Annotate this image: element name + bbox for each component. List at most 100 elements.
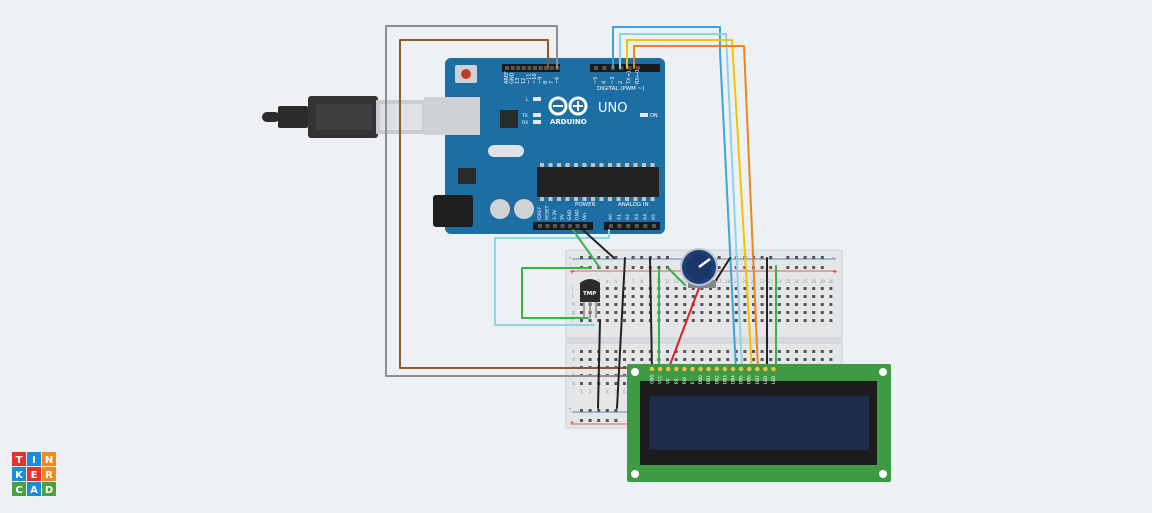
wire-black-gnd[interactable]: [582, 229, 615, 259]
top-pin-hole[interactable]: [619, 66, 624, 70]
analog-pin-hole[interactable]: [652, 224, 656, 228]
lcd-pin-label-14: LED: [763, 376, 768, 384]
power-pin-label-5: GND: [575, 209, 581, 220]
lcd-pin[interactable]: [746, 366, 752, 372]
top-pin-hole[interactable]: [636, 66, 640, 70]
usb-cable[interactable]: [262, 96, 426, 138]
arduino-brand: ARDUINO: [550, 118, 587, 126]
top-pin-label-0: AREF: [504, 71, 510, 84]
lcd-pin[interactable]: [698, 366, 703, 372]
tinkercad-logo-tile: [12, 452, 26, 466]
wire-orange[interactable]: [633, 45, 759, 371]
top-pin-hole[interactable]: [521, 66, 526, 70]
potentiometer[interactable]: [680, 248, 718, 288]
wire-lightblue-a0[interactable]: [494, 229, 610, 326]
top-pin-hole[interactable]: [544, 66, 549, 70]
top-pin-label-2: 13: [515, 78, 521, 84]
bb-col-number: 24: [777, 279, 783, 284]
bb-col-number: 23: [768, 279, 774, 284]
power-pin-hole[interactable]: [545, 224, 550, 228]
analog-pin-hole[interactable]: [609, 224, 613, 228]
lcd-pin[interactable]: [730, 366, 736, 372]
top-pin-hole[interactable]: [594, 66, 598, 70]
lcd-mount-hole: [631, 368, 639, 376]
bb-col-number: 5: [615, 279, 618, 284]
bb-col-number: 5: [615, 389, 618, 394]
wire-brown[interactable]: [399, 39, 629, 369]
lcd-pin[interactable]: [649, 366, 655, 372]
lcd-mount-hole: [879, 368, 887, 376]
top-pin-hole[interactable]: [538, 66, 543, 70]
wire-black-1[interactable]: [616, 257, 626, 409]
top-pin-label-3: 12: [521, 78, 527, 84]
bb-row-letter: f: [572, 318, 574, 324]
wire-blue[interactable]: [612, 26, 737, 371]
analog-pin-hole[interactable]: [617, 224, 622, 228]
lcd-pin-label-12: DB6: [747, 375, 752, 384]
crystal: [488, 145, 524, 157]
lcd-pin[interactable]: [763, 366, 768, 372]
temperature-sensor[interactable]: TMP: [580, 279, 600, 318]
wire-green-5v[interactable]: [572, 229, 601, 269]
analog-pin-hole[interactable]: [643, 224, 648, 228]
header-top-right: [590, 64, 660, 72]
wire-black-2[interactable]: [597, 319, 601, 409]
analog-pin-hole[interactable]: [634, 224, 639, 228]
top-pin-hole[interactable]: [533, 66, 537, 70]
top-pin-hole[interactable]: [510, 66, 515, 70]
lcd-pin[interactable]: [738, 366, 744, 372]
top-pin-label-14: TX→1: [627, 70, 633, 85]
power-pin-hole[interactable]: [583, 224, 587, 228]
header-analog: [604, 222, 660, 230]
bb-col-number: 4: [606, 389, 609, 394]
lcd-pin[interactable]: [755, 366, 760, 372]
lcd-pin[interactable]: [706, 366, 711, 372]
analog-pin-label-2: A2: [625, 214, 631, 220]
on-led: [640, 113, 648, 117]
top-pin-hole[interactable]: [549, 66, 554, 70]
wire-gray[interactable]: [385, 25, 629, 377]
top-pin-hole[interactable]: [505, 66, 509, 70]
top-pin-hole[interactable]: [527, 66, 532, 70]
lcd-pin-label-11: DB5: [739, 375, 744, 384]
lcd-pin[interactable]: [690, 366, 695, 372]
lcd-pin[interactable]: [665, 366, 671, 372]
wire-green-tmp[interactable]: [521, 267, 591, 319]
power-pin-hole[interactable]: [575, 224, 580, 228]
tinkercad-logo-letter: E: [31, 470, 38, 481]
lcd-pin[interactable]: [714, 366, 720, 372]
power-pin-hole[interactable]: [553, 224, 557, 228]
bb-plus-top-right: +: [832, 268, 838, 276]
top-pin-label-11: 4: [601, 81, 607, 84]
reset-button[interactable]: [461, 69, 471, 79]
bb-col-number: 22: [759, 279, 765, 284]
tinkercad-logo-letter: R: [45, 470, 53, 481]
wire-yellow[interactable]: [626, 39, 753, 371]
top-pin-hole[interactable]: [516, 66, 521, 70]
lcd-pin-label-15: LED: [771, 376, 776, 384]
top-pin-hole[interactable]: [627, 66, 632, 70]
lcd-pin[interactable]: [682, 366, 687, 372]
wire-red[interactable]: [667, 287, 700, 371]
lcd-pin[interactable]: [674, 366, 679, 372]
analog-pin-label-4: A4: [642, 214, 648, 220]
lcd-pin[interactable]: [722, 366, 728, 372]
bb-plus-bottom: +: [569, 419, 575, 427]
analog-pin-label-3: A3: [634, 214, 640, 220]
lcd-pin[interactable]: [657, 366, 663, 372]
wire-green-2[interactable]: [667, 267, 686, 286]
wires[interactable]: [385, 25, 777, 409]
power-pin-label-4: GND: [567, 209, 573, 220]
power-pin-hole[interactable]: [560, 224, 565, 228]
top-pin-label-8: 7: [549, 81, 555, 84]
wire-lightblue-data[interactable]: [619, 33, 743, 371]
power-pin-hole[interactable]: [538, 224, 542, 228]
lcd-pin[interactable]: [771, 366, 776, 372]
power-pin-hole[interactable]: [568, 224, 572, 228]
wire-black-3[interactable]: [649, 257, 653, 371]
top-pin-hole[interactable]: [602, 66, 607, 70]
analog-pin-hole[interactable]: [626, 224, 631, 228]
